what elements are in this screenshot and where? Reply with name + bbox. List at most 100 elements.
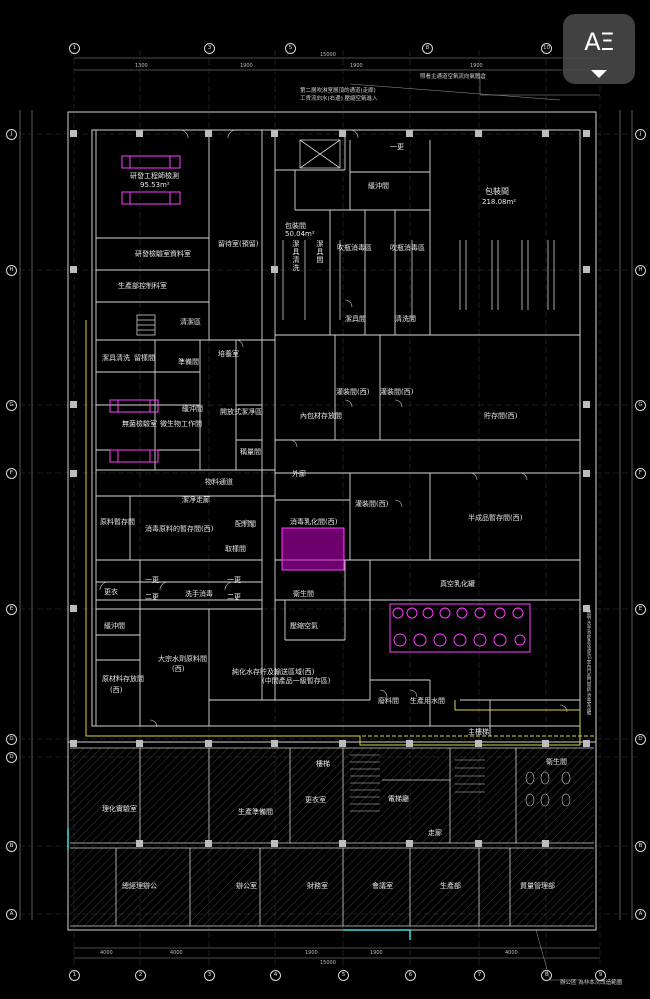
room-label: 壓縮空氣 [290, 622, 318, 630]
room-label: 物料通道 [205, 478, 233, 486]
room-label: 洗手消毒 [185, 590, 213, 598]
room-label: 吹瓶消毒區 [390, 244, 425, 252]
room-label: 培養室 [218, 350, 239, 358]
room-label: 貯存間(西) [484, 412, 518, 420]
room-label: 原材料存放間 [102, 675, 144, 683]
room-label: 大宗水劑原料間 [158, 655, 207, 663]
room-label: 無菌檢驗室 [122, 420, 157, 428]
grid-axis-right: B [635, 841, 646, 852]
room-label: 衛生間 [293, 590, 314, 598]
grid-axis-top: 1 [69, 43, 80, 54]
dimension-lines [19, 57, 633, 959]
grid-axis-bottom: 3 [204, 970, 215, 981]
room-label: 原料暫存間 [100, 518, 135, 526]
structural-columns [70, 130, 590, 847]
grid-axis-bottom: 2 [135, 970, 146, 981]
office-label: 質量管理部 [520, 882, 555, 890]
equipment-lines [136, 139, 555, 336]
room-label: 灌裝間(西) [355, 500, 389, 508]
room-label: 配制間 [235, 520, 256, 528]
room-label: 開放式潔凈區 [220, 408, 262, 416]
dim-segment-bottom: 4000 [170, 950, 183, 956]
grid-axis-right: H [635, 265, 646, 276]
grid-axis-right: J [635, 129, 646, 140]
grid-axis-left: D [6, 734, 17, 745]
office-label: 衛生間 [546, 758, 567, 766]
grid-axis-bottom: 6 [405, 970, 416, 981]
office-label: 樓梯 [316, 760, 330, 768]
grid-axis-right: F [635, 468, 646, 479]
grid-axis-bottom: 7 [474, 970, 485, 981]
dim-total-bottom: 15000 [320, 960, 336, 966]
room-label: 消毒原料的暫存間(西) [145, 525, 214, 533]
room-label: 一更 [145, 576, 159, 584]
room-label: 消毒乳化間(西) [290, 518, 338, 526]
grid-axis-right: D [635, 734, 646, 745]
room-label: 留待室(預留) [218, 240, 259, 248]
room-area: 50.04m² [285, 230, 315, 238]
text-recognition-icon: AΞ [584, 28, 615, 56]
room-label-vertical: 潔具清洗 [292, 240, 300, 272]
note-legend-right: 說明:洗手池倉多次清洗1室內門區門開啟,消毒室設備 [586, 610, 591, 715]
note-top-3: 照看主通道空氣流向氣體倉 [420, 74, 487, 80]
room-label: 準備間 [178, 358, 199, 366]
dim-total-top: 15000 [320, 52, 336, 58]
grid-axis-top: 10 [541, 43, 552, 54]
dim-segment-top: 1900 [470, 63, 483, 69]
dropdown-arrow-icon [591, 70, 607, 78]
room-label: 潔具間 [345, 315, 366, 323]
door-swings [99, 129, 568, 728]
grid-axis-left: E [6, 604, 17, 615]
grid-axis-top: 3 [204, 43, 215, 54]
grid-axis-right: A [635, 909, 646, 920]
exterior-walls [67, 111, 597, 931]
room-label: 吹瓶消毒區 [337, 244, 372, 252]
room-label: (西) [110, 686, 123, 694]
dim-segment-top: 1900 [240, 63, 253, 69]
room-label: 包裝間 [285, 222, 306, 230]
note-top-1: 第二層吹淋室層頂的通道(走廊) [300, 88, 376, 94]
interior-walls [95, 130, 580, 736]
office-label: 理化實驗室 [102, 805, 137, 813]
room-label: 二更 [227, 593, 241, 601]
room-label: 外廊 [292, 470, 306, 478]
note-top-2: 工貨流向水(右邊) 壓縮空氣進入 [300, 96, 378, 102]
room-label: 一更 [390, 143, 404, 151]
office-label: 總經理辦公 [122, 882, 157, 890]
room-label: 半成品暫存間(西) [468, 514, 523, 522]
grid-axis-bottom: 9 [595, 970, 606, 981]
room-label: 真空乳化罐 [440, 580, 475, 588]
room-label-vertical: 潔具間 [316, 240, 324, 264]
grid-axis-left: G [6, 400, 17, 411]
leader-lines [349, 76, 600, 981]
room-label: 緩沖間 [182, 405, 203, 413]
room-label: 微生物工作間 [160, 420, 202, 428]
room-label: 二更 [145, 593, 159, 601]
office-label: 電梯廳 [388, 795, 409, 803]
room-label: 灌裝間(西) [336, 388, 370, 396]
office-label: 生產部 [440, 882, 461, 890]
room-label: 研發工程師檢測 [130, 172, 179, 180]
clean-zone-boundary [85, 320, 596, 746]
office-label: 生產準備間 [238, 808, 273, 816]
grid-axis-right: G [635, 400, 646, 411]
room-label: 內包材存放間 [300, 412, 342, 420]
room-label: (中間產品一級暫存區) [262, 677, 331, 685]
grid-axis-bottom: 8 [541, 970, 552, 981]
grid-axis-left: D [6, 752, 17, 763]
room-label: 純化水存貯及輸送區域(西) [232, 668, 315, 676]
office-label: 財務室 [307, 882, 328, 890]
grid-axis-bottom: 1 [69, 970, 80, 981]
office-label: 走廊 [428, 829, 442, 837]
grid-axis-top: 5 [285, 43, 296, 54]
grid-axis-left: H [6, 265, 17, 276]
text-recognition-button[interactable]: AΞ [563, 14, 635, 84]
grid-axis-left: J [6, 129, 17, 140]
room-area: 218.08m² [482, 198, 517, 206]
office-label: 更衣室 [305, 796, 326, 804]
room-label: 更衣 [104, 588, 118, 596]
grid-axis-left: B [6, 841, 17, 852]
dim-segment-bottom: 1900 [370, 950, 383, 956]
room-label: 潔具清洗 [102, 354, 130, 362]
